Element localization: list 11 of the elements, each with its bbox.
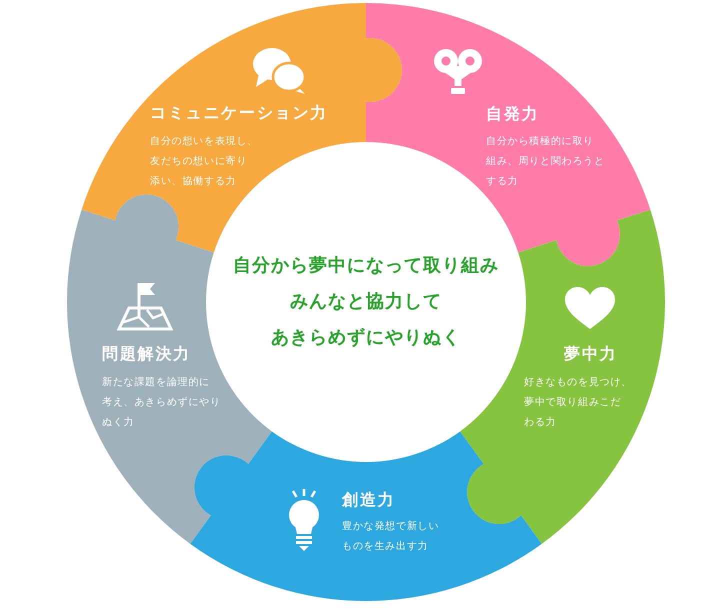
skill-title: 夢中力 [564,344,618,364]
skill-title: 自発力 [486,104,540,124]
skill-title: 問題解決力 [102,344,191,364]
skill-description: 豊かな発想で新しいものを生み出す力 [342,520,440,554]
skill-title: コミュニケーション力 [150,103,328,123]
skill-description: 好きなものを見つけ、夢中で取り組みこだわる力 [524,376,632,430]
skill-title: 創造力 [342,490,396,510]
skill-description: 新たな課題を論理的に考え、あきらめずにやりぬく力 [102,376,221,430]
skill-description: 自分の想いを表現し、友だちの想いに寄り添い、協働する力 [150,134,258,189]
skill-description: 自分から積極的に取り組み、周りと関わろうとする力 [486,134,605,189]
slogan-text: 自分から夢中になって取り組みみんなと協力してあきらめずにやりぬく [233,254,499,350]
